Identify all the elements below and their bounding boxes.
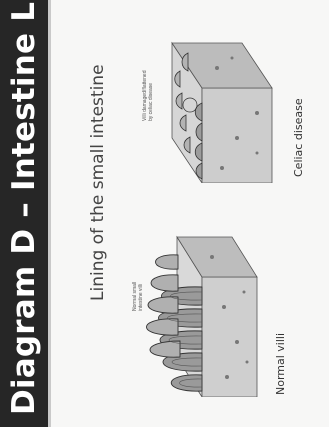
slide-title: Diagram D – Intestine Lining: [6, 0, 42, 415]
normal-villi-label: Normal small intestine villi: [132, 282, 144, 311]
title-bar: Diagram D – Intestine Lining: [0, 0, 48, 427]
normal-villi-illustration: [132, 227, 262, 397]
celiac-villi-illustration: [162, 33, 282, 183]
slide-subtitle: Lining of the small intestine: [88, 64, 108, 301]
celiac-disease-caption: Celiac disease: [292, 98, 305, 177]
celiac-villi-label: Villi damaged/flattened by celiac diseas…: [142, 71, 154, 122]
title-divider: [48, 0, 51, 427]
normal-villi-caption: Normal villi: [274, 333, 287, 395]
